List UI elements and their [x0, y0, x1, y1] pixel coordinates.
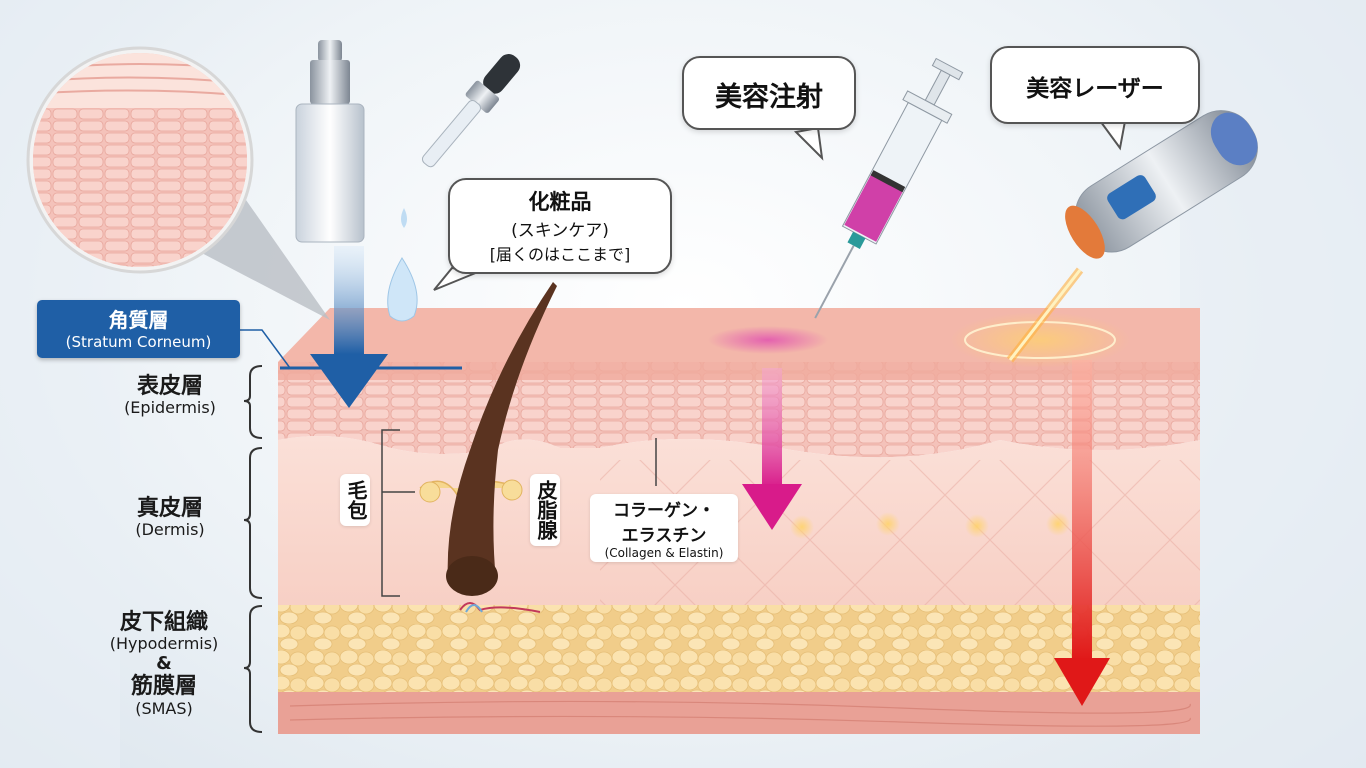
- dermis-jp: 真皮層: [136, 496, 203, 521]
- syringe: [814, 57, 964, 319]
- laser-arrow-shaft: [1072, 360, 1092, 660]
- hypodermis-amp: &: [156, 652, 172, 674]
- collagen-label: コラーゲン・ エラスチン (Collagen & Elastin): [590, 494, 738, 562]
- dropper: [421, 54, 521, 168]
- collagen-jp-1: コラーゲン・: [613, 501, 715, 521]
- laser-device: [1065, 110, 1258, 259]
- hypodermis-en: (Hypodermis): [109, 634, 219, 654]
- stratum-corneum-jp: 角質層: [108, 308, 169, 332]
- collagen-en: (Collagen & Elastin): [604, 546, 724, 560]
- stratum-corneum-label: 角質層 (Stratum Corneum): [37, 300, 240, 358]
- laser-title: 美容レーザー: [1026, 76, 1164, 102]
- injection-bubble: 美容注射: [682, 56, 856, 130]
- serum-drop: [387, 257, 418, 322]
- smas-jp: 筋膜層: [130, 674, 197, 700]
- stratum-corneum-en: (Stratum Corneum): [65, 333, 212, 351]
- smas-en: (SMAS): [135, 698, 193, 718]
- hypodermis-fat-layer: [278, 605, 1200, 693]
- injection-arrow-head: [742, 484, 802, 530]
- dermis-label: 真皮層 (Dermis): [100, 496, 240, 540]
- cosmetics-arrow-head: [310, 354, 388, 408]
- collagen-fibers: [600, 460, 1200, 610]
- hair-shaft: [447, 282, 557, 591]
- dermis-en: (Dermis): [135, 520, 205, 540]
- hypodermis-label: 皮下組織 (Hypodermis) & 筋膜層 (SMAS): [84, 610, 244, 718]
- laser-arrow-head: [1054, 658, 1110, 706]
- collagen-jp-2: エラスチン: [621, 526, 707, 546]
- hypodermis-jp: 皮下組織: [119, 610, 208, 635]
- injection-arrow-shaft: [762, 368, 782, 488]
- hair-follicle-label: 毛包: [340, 474, 370, 526]
- cosmetics-title: 化粧品: [528, 190, 592, 214]
- cosmetics-subtitle: (スキンケア): [511, 221, 609, 241]
- cosmetics-note: [届くのはここまで]: [489, 245, 631, 264]
- epidermis-en: (Epidermis): [124, 398, 216, 418]
- cosmetics-arrow-shaft: [334, 246, 364, 354]
- cosmetics-bubble: 化粧品 (スキンケア) [届くのはここまで]: [448, 178, 672, 274]
- laser-bubble: 美容レーザー: [990, 46, 1200, 124]
- serum-bottle: [295, 40, 365, 243]
- layer-brackets: [243, 365, 263, 733]
- sebaceous-gland-label: 皮脂腺: [530, 474, 560, 546]
- epidermis-jp: 表皮層: [136, 374, 203, 399]
- epidermis-label: 表皮層 (Epidermis): [100, 374, 240, 418]
- injection-title: 美容注射: [715, 82, 823, 113]
